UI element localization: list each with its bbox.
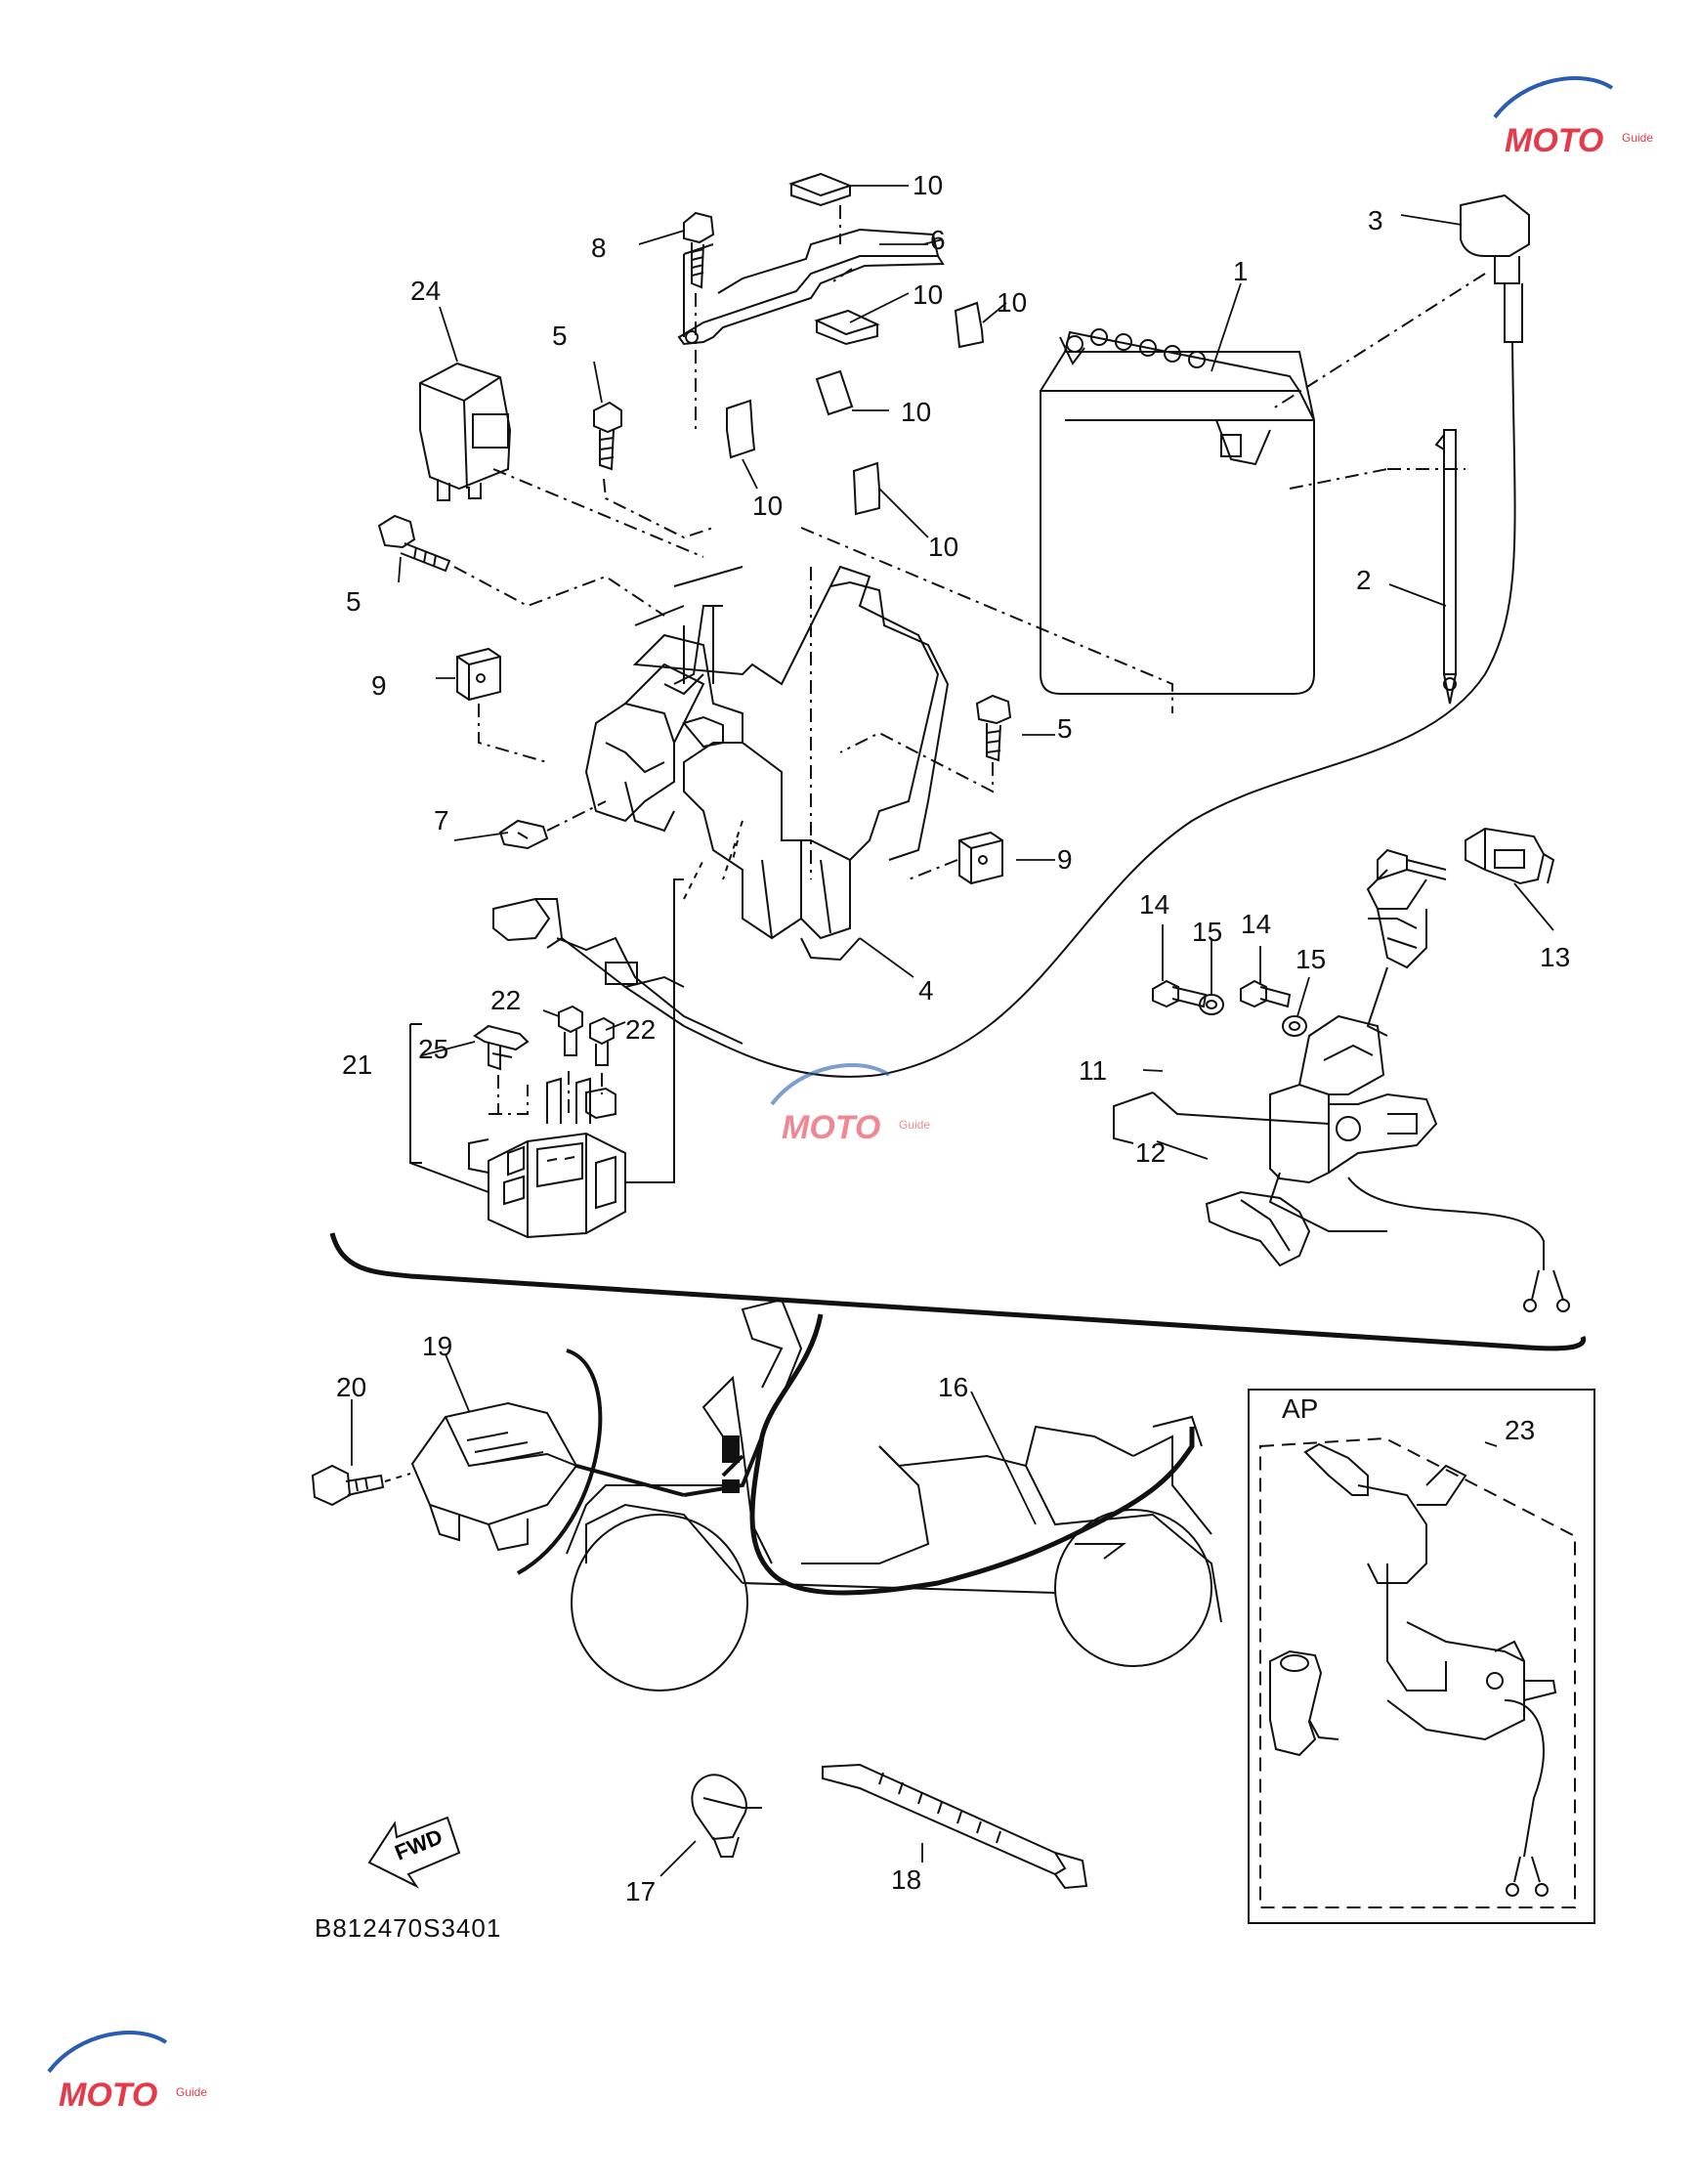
main-switch-part [1268,848,1570,1312]
regulator-part [410,1401,685,1552]
callout-10: 10 [997,287,1028,318]
starter-relay-part [468,1077,626,1239]
callout-14: 14 [1139,889,1170,920]
cable-tie-18-part [822,1763,1088,1890]
callout-3: 3 [1368,205,1383,236]
switch-cover-part [1205,1190,1311,1267]
callout-14: 14 [1241,909,1272,939]
watermark-subtext: Guide [1622,131,1653,145]
watermark-logo: MOTO Guide [770,1063,930,1146]
fwd-arrow-icon [367,1816,461,1889]
callout-12: 12 [1135,1137,1167,1168]
battery-box-part [584,527,1173,962]
callout-11: 11 [1079,1055,1108,1086]
callout-21: 21 [342,1049,373,1080]
callout-23: 23 [1505,1415,1536,1445]
callout-10: 10 [752,491,784,521]
fuse-25-part [473,1024,530,1071]
bolt-20-part [311,1464,411,1507]
leader-lines [351,185,1554,1877]
callout-10: 10 [901,397,932,427]
callout-16: 16 [938,1372,969,1402]
callout-5: 5 [346,586,361,617]
relay-part [419,362,704,558]
fuse-22a-part [558,1005,583,1056]
callout-17: 17 [625,1876,657,1906]
callout-10: 10 [913,279,944,310]
callout-15: 15 [1295,944,1327,974]
bolt-5-center-part [593,401,714,539]
callout-10: 10 [928,532,959,562]
callout-10: 10 [913,170,944,200]
callout-6: 6 [930,225,946,255]
watermark-text: MOTO [1505,122,1603,159]
callout-19: 19 [422,1331,453,1361]
ap-kit-box [1248,1389,1595,1924]
terminal-cover-part [683,193,1530,1078]
callout-2: 2 [1356,565,1372,595]
battery-part [1040,328,1315,695]
damper-9-right-part [908,831,1003,885]
callout-18: 18 [891,1864,922,1895]
watermark-subtext: Guide [899,1118,930,1132]
fwd-label: FWD [392,1824,446,1865]
bolt-8-part [683,211,715,430]
watermark-subtext: Guide [176,2085,207,2099]
callout-22: 22 [625,1014,657,1045]
callout-7: 7 [434,805,449,835]
pad-parts [726,172,985,516]
callout-9: 9 [1057,844,1073,875]
callout-25: 25 [418,1034,449,1064]
washer-15b-part [1282,1015,1307,1037]
clamp-17-part [691,1774,762,1858]
callout-5: 5 [1057,713,1073,744]
screw-14a-part [1152,979,1208,1008]
bracket-part [677,228,945,346]
watermark-text: MOTO [59,2077,157,2114]
screw-14b-part [1240,979,1292,1008]
watermark-text: MOTO [782,1109,880,1146]
watermark-logo: MOTO Guide [1493,76,1653,159]
drawing-code: B812470S3401 [315,1913,502,1943]
callout-22: 22 [490,985,522,1015]
callout-5: 5 [552,321,568,351]
callout-9: 9 [371,670,387,701]
fuse-holder-wire-part [492,897,743,1045]
damper-9-left-part [456,647,548,763]
watermark-logo: MOTO Guide [47,2031,207,2114]
callout-24: 24 [410,276,442,306]
wire-harness-part [683,1313,1195,1596]
callout-4: 4 [918,975,934,1006]
callout-8: 8 [591,233,607,263]
ap-box-label: AP [1282,1393,1319,1424]
scooter-outline [566,1298,1222,1692]
callout-13: 13 [1540,942,1571,972]
battery-cable-part [1289,429,1465,705]
callout-20: 20 [336,1372,367,1402]
bolt-5-right-part [839,694,1012,793]
bolt-5-left-part [377,514,665,617]
fuse-22b-part [589,1016,615,1066]
nut-7-part [498,800,607,850]
callout-1: 1 [1233,256,1249,286]
callout-15: 15 [1192,917,1223,947]
lock-13-part [1465,827,1555,885]
